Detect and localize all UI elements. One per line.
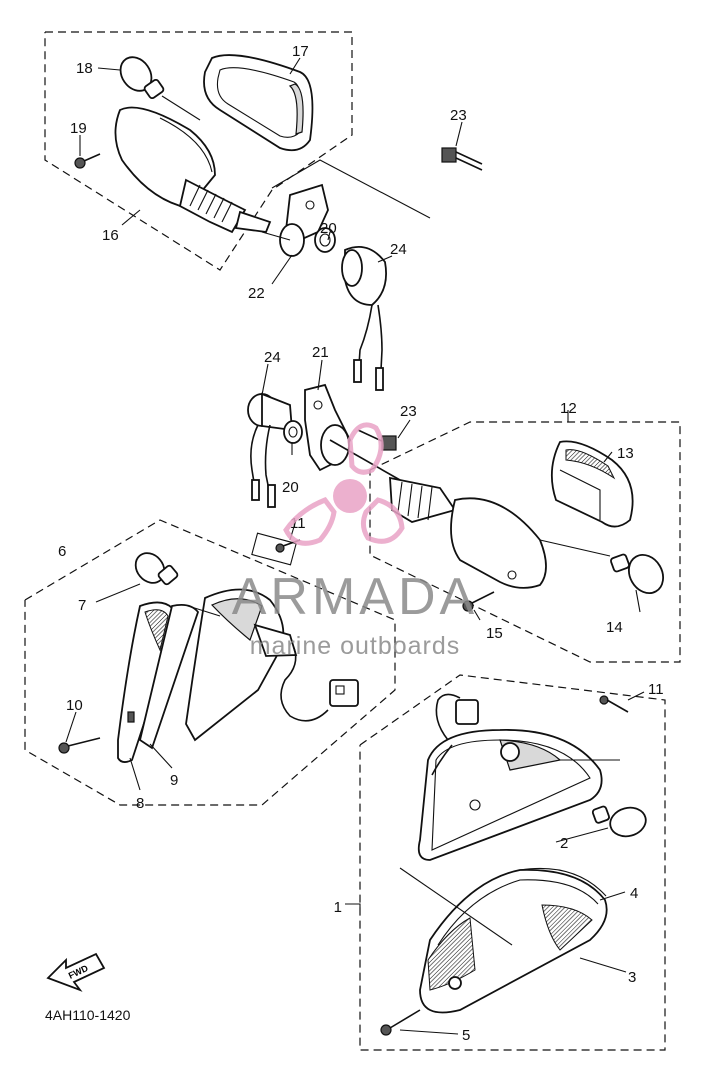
callout-21: 21 bbox=[312, 344, 329, 361]
leader-lines-group-1 bbox=[345, 691, 645, 1035]
housing-6 bbox=[185, 588, 359, 742]
screw-10 bbox=[58, 737, 101, 754]
screw-15 bbox=[462, 591, 495, 612]
callouts: 1 2 3 4 5 6 7 8 9 10 11 11 12 13 14 15 1… bbox=[58, 43, 664, 1044]
group-1-boundary bbox=[359, 674, 666, 1051]
callout-14: 14 bbox=[606, 619, 623, 636]
group-6-front-left-signal bbox=[24, 519, 396, 806]
callout-8: 8 bbox=[136, 795, 144, 812]
lens-13 bbox=[550, 440, 634, 528]
callout-18: 18 bbox=[76, 60, 93, 77]
drawing-code: 4AH110-1420 bbox=[45, 1007, 131, 1023]
lens-17 bbox=[203, 54, 314, 152]
callout-20-upper: 20 bbox=[320, 220, 337, 237]
gasket-4 bbox=[519, 867, 607, 897]
housing-16 bbox=[114, 106, 272, 234]
fwd-arrow-icon bbox=[46, 952, 106, 992]
bulb-18 bbox=[119, 56, 201, 121]
housing-1 bbox=[417, 693, 603, 861]
callout-2: 2 bbox=[560, 835, 568, 852]
callout-6: 6 bbox=[58, 543, 66, 560]
callout-22: 22 bbox=[248, 285, 265, 302]
armada-tagline: marine outboards bbox=[250, 632, 461, 660]
callout-10: 10 bbox=[66, 697, 83, 714]
nut-20-lower bbox=[283, 420, 303, 444]
armada-watermark: ARMADA marine outboards bbox=[232, 422, 478, 660]
callout-3: 3 bbox=[628, 969, 636, 986]
bulb-2 bbox=[591, 805, 647, 838]
callout-9: 9 bbox=[170, 772, 178, 789]
bulb-7 bbox=[134, 552, 179, 586]
group-12-boundary bbox=[369, 421, 681, 663]
bolt-23-upper bbox=[441, 147, 483, 171]
housing-12 bbox=[389, 476, 547, 589]
screw-5 bbox=[380, 1009, 421, 1036]
callout-4: 4 bbox=[630, 885, 638, 902]
screw-11-upper bbox=[251, 532, 301, 566]
callout-20-lower: 20 bbox=[282, 479, 299, 496]
callout-16: 16 bbox=[102, 227, 119, 244]
socket-24-lower bbox=[247, 392, 293, 508]
lens-8 bbox=[117, 601, 177, 763]
group-16-rear-left-signal bbox=[44, 31, 483, 391]
callout-1: 1 bbox=[334, 899, 342, 916]
bracket-21 bbox=[304, 383, 352, 472]
screw-19 bbox=[74, 153, 101, 169]
callout-23-upper: 23 bbox=[450, 107, 467, 124]
leader-lines-group-12 bbox=[261, 359, 641, 621]
callout-13: 13 bbox=[617, 445, 634, 462]
callout-23-lower: 23 bbox=[400, 403, 417, 420]
forward-direction-indicator: FWD bbox=[46, 952, 106, 992]
screw-11-lower bbox=[599, 695, 629, 713]
callout-24-upper: 24 bbox=[390, 241, 407, 258]
group-6-boundary bbox=[24, 519, 396, 806]
armada-brand-text: ARMADA bbox=[232, 568, 478, 626]
bulb-14 bbox=[610, 553, 664, 594]
callout-17: 17 bbox=[292, 43, 309, 60]
socket-24-upper bbox=[341, 246, 387, 391]
group-1-front-right-signal bbox=[345, 674, 666, 1051]
callout-5: 5 bbox=[462, 1027, 470, 1044]
callout-12: 12 bbox=[560, 400, 577, 417]
callout-24-lower: 24 bbox=[264, 349, 281, 366]
lens-3 bbox=[419, 869, 608, 1014]
group-16-boundary bbox=[44, 31, 353, 271]
callout-15: 15 bbox=[486, 625, 503, 642]
callout-7: 7 bbox=[78, 597, 86, 614]
armada-propeller-logo bbox=[283, 422, 405, 546]
group-12-rear-right-signal bbox=[247, 359, 681, 663]
leader-lines-group-6 bbox=[65, 519, 297, 791]
callout-11-lower: 11 bbox=[648, 681, 664, 698]
callout-19: 19 bbox=[70, 120, 87, 137]
leader-lines-group-16 bbox=[79, 57, 463, 285]
